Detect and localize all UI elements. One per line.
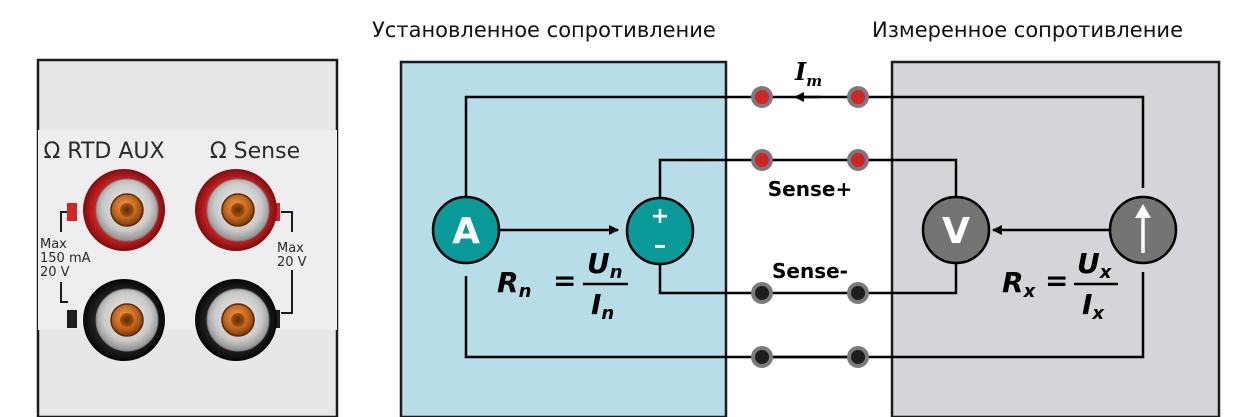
svg-text:Rn: Rn bbox=[497, 266, 531, 302]
current-label: Im bbox=[794, 57, 822, 90]
caption-measured-resistance: Измеренное сопротивление bbox=[872, 18, 1183, 42]
formula-rx: Rx = Ux Ix bbox=[1002, 247, 1118, 324]
limit-left-max: Max bbox=[40, 237, 67, 252]
voltmeter-symbol: V bbox=[942, 211, 970, 252]
terminal-return-left bbox=[751, 346, 773, 368]
left-bracket bbox=[60, 211, 68, 303]
jack-rtd-aux-plus[interactable] bbox=[83, 169, 165, 251]
limit-left-current: 150 mA bbox=[40, 251, 91, 266]
terminal-sense-minus-right bbox=[847, 282, 869, 304]
terminal-sense-plus-left bbox=[751, 149, 773, 171]
jack-sense-plus[interactable] bbox=[195, 169, 277, 251]
terminal-current-right bbox=[847, 86, 869, 108]
circuit-wires bbox=[464, 95, 1145, 359]
terminal-return-right bbox=[847, 346, 869, 368]
voltmeter: V bbox=[921, 195, 991, 265]
voltage-source: + – bbox=[625, 196, 695, 266]
caption-set-resistance: Установленное сопротивление bbox=[372, 18, 716, 42]
svg-text:=: = bbox=[553, 264, 576, 297]
svg-text:Ix: Ix bbox=[1082, 288, 1105, 324]
source-minus-sign: – bbox=[654, 231, 666, 259]
left-bracket-tab-bottom bbox=[67, 310, 77, 328]
limit-left-voltage: 20 V bbox=[40, 265, 70, 280]
limit-right-voltage: 20 V bbox=[277, 255, 307, 270]
jack-sense-minus[interactable] bbox=[195, 279, 277, 361]
right-bracket bbox=[281, 211, 293, 314]
svg-text:Rx: Rx bbox=[1002, 266, 1037, 302]
source-plus-sign: + bbox=[651, 204, 669, 229]
sense-plus-label: Sense+ bbox=[768, 177, 852, 201]
ammeter-symbol: A bbox=[452, 211, 480, 252]
svg-text:In: In bbox=[591, 288, 614, 324]
left-bracket-tab-top bbox=[67, 203, 77, 221]
current-source bbox=[1108, 195, 1178, 265]
jack-rtd-aux-minus[interactable] bbox=[83, 279, 165, 361]
svg-text:=: = bbox=[1045, 264, 1068, 297]
svg-text:Ux: Ux bbox=[1077, 247, 1113, 283]
device-front-panel bbox=[36, 58, 339, 417]
limit-right-max: Max bbox=[277, 241, 304, 256]
terminal-sense-minus-left bbox=[751, 282, 773, 304]
sense-minus-label: Sense- bbox=[772, 259, 848, 283]
ammeter: A bbox=[431, 195, 501, 265]
terminal-current-left bbox=[751, 86, 773, 108]
svg-text:Un: Un bbox=[587, 247, 623, 283]
jack-label-sense: Ω Sense bbox=[210, 139, 300, 164]
jack-label-rtd-aux: Ω RTD AUX bbox=[43, 139, 164, 164]
terminal-sense-plus-right bbox=[847, 149, 869, 171]
formula-rn: Rn = Un In bbox=[497, 247, 628, 324]
